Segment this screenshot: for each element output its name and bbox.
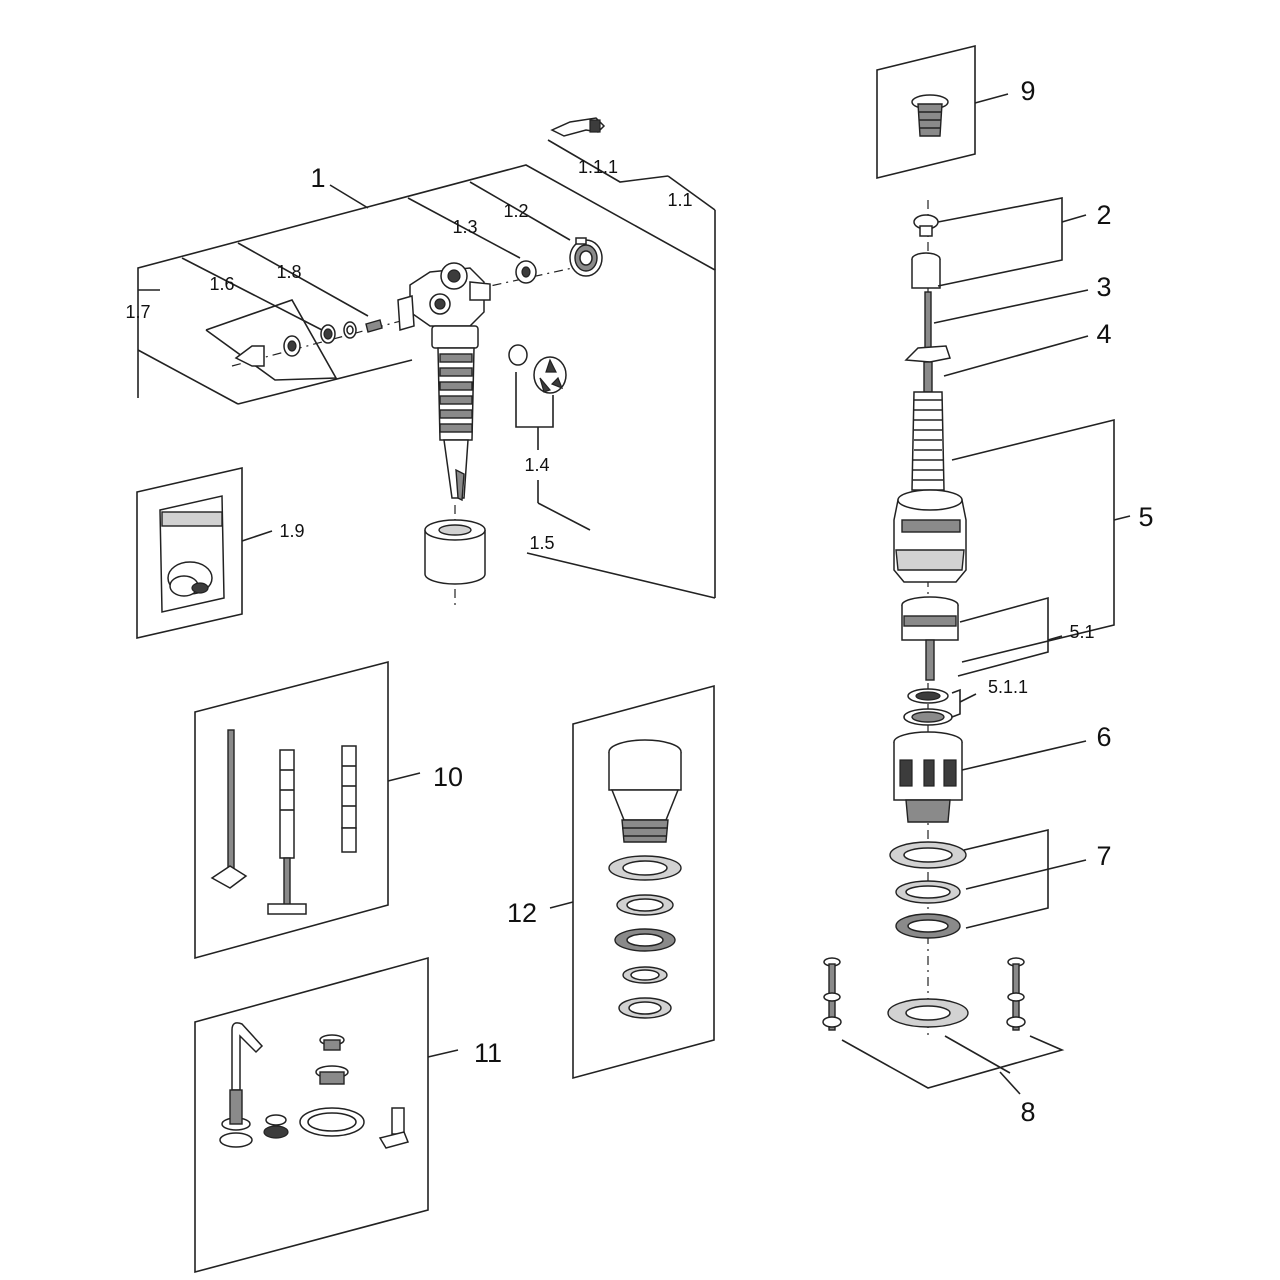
callout-9: 9	[1020, 76, 1035, 106]
part-8-bolts-and-gasket	[822, 957, 1026, 1031]
part-1-1-1-clip	[550, 117, 606, 137]
callout-4: 4	[1096, 319, 1111, 349]
part-10-frame: 10	[194, 660, 463, 960]
seal-kit-bag-frame: 1.9	[136, 466, 305, 640]
part-5-float	[893, 489, 967, 583]
callout-10: 10	[433, 762, 463, 792]
callout-2: 2	[1096, 200, 1111, 230]
valve-body	[397, 262, 491, 502]
part-1-3-washer	[515, 260, 537, 284]
part-7-rings	[889, 841, 967, 939]
callout-1-8: 1.8	[276, 262, 301, 282]
part-1-2-nut	[569, 237, 603, 277]
part-11-frame: 11	[194, 956, 502, 1274]
part-1-5-sleeve	[424, 519, 486, 585]
callout-1-7: 1.7	[125, 302, 150, 322]
callout-1-3: 1.3	[452, 217, 477, 237]
callout-1-4: 1.4	[524, 455, 549, 475]
callout-1-6: 1.6	[209, 274, 234, 294]
callout-8: 8	[1020, 1097, 1035, 1127]
callout-11: 11	[474, 1038, 502, 1068]
callout-12: 12	[507, 898, 537, 928]
fill-valve-assembly: 1 1.1 1.1.1 1.2 1.3 1.4 1.5 1.6 1.7 1.8	[125, 117, 716, 606]
part-9-frame: 9	[876, 44, 1036, 180]
callout-1-1: 1.1	[667, 190, 692, 210]
part-5-1-collar	[901, 596, 959, 681]
callout-7: 7	[1096, 841, 1111, 871]
callout-1-2: 1.2	[503, 201, 528, 221]
flush-valve-assembly: 2 3 4 5	[822, 197, 1154, 1127]
part-1-6-cap-and-seals	[234, 319, 383, 367]
callout-1: 1	[310, 163, 325, 193]
callout-1-5: 1.5	[529, 533, 554, 553]
callout-1-9: 1.9	[279, 521, 304, 541]
part-6-cage	[893, 731, 963, 823]
part-1-4-filter	[508, 344, 567, 394]
callout-5-1: 5.1	[1069, 622, 1094, 642]
part-12-frame: 12	[507, 684, 715, 1080]
callout-5-1-1: 5.1.1	[988, 677, 1028, 697]
callout-1-1-1: 1.1.1	[578, 157, 618, 177]
callout-6: 6	[1096, 722, 1111, 752]
spring-coil	[911, 361, 945, 491]
callout-5: 5	[1138, 502, 1153, 532]
callout-3: 3	[1096, 272, 1111, 302]
